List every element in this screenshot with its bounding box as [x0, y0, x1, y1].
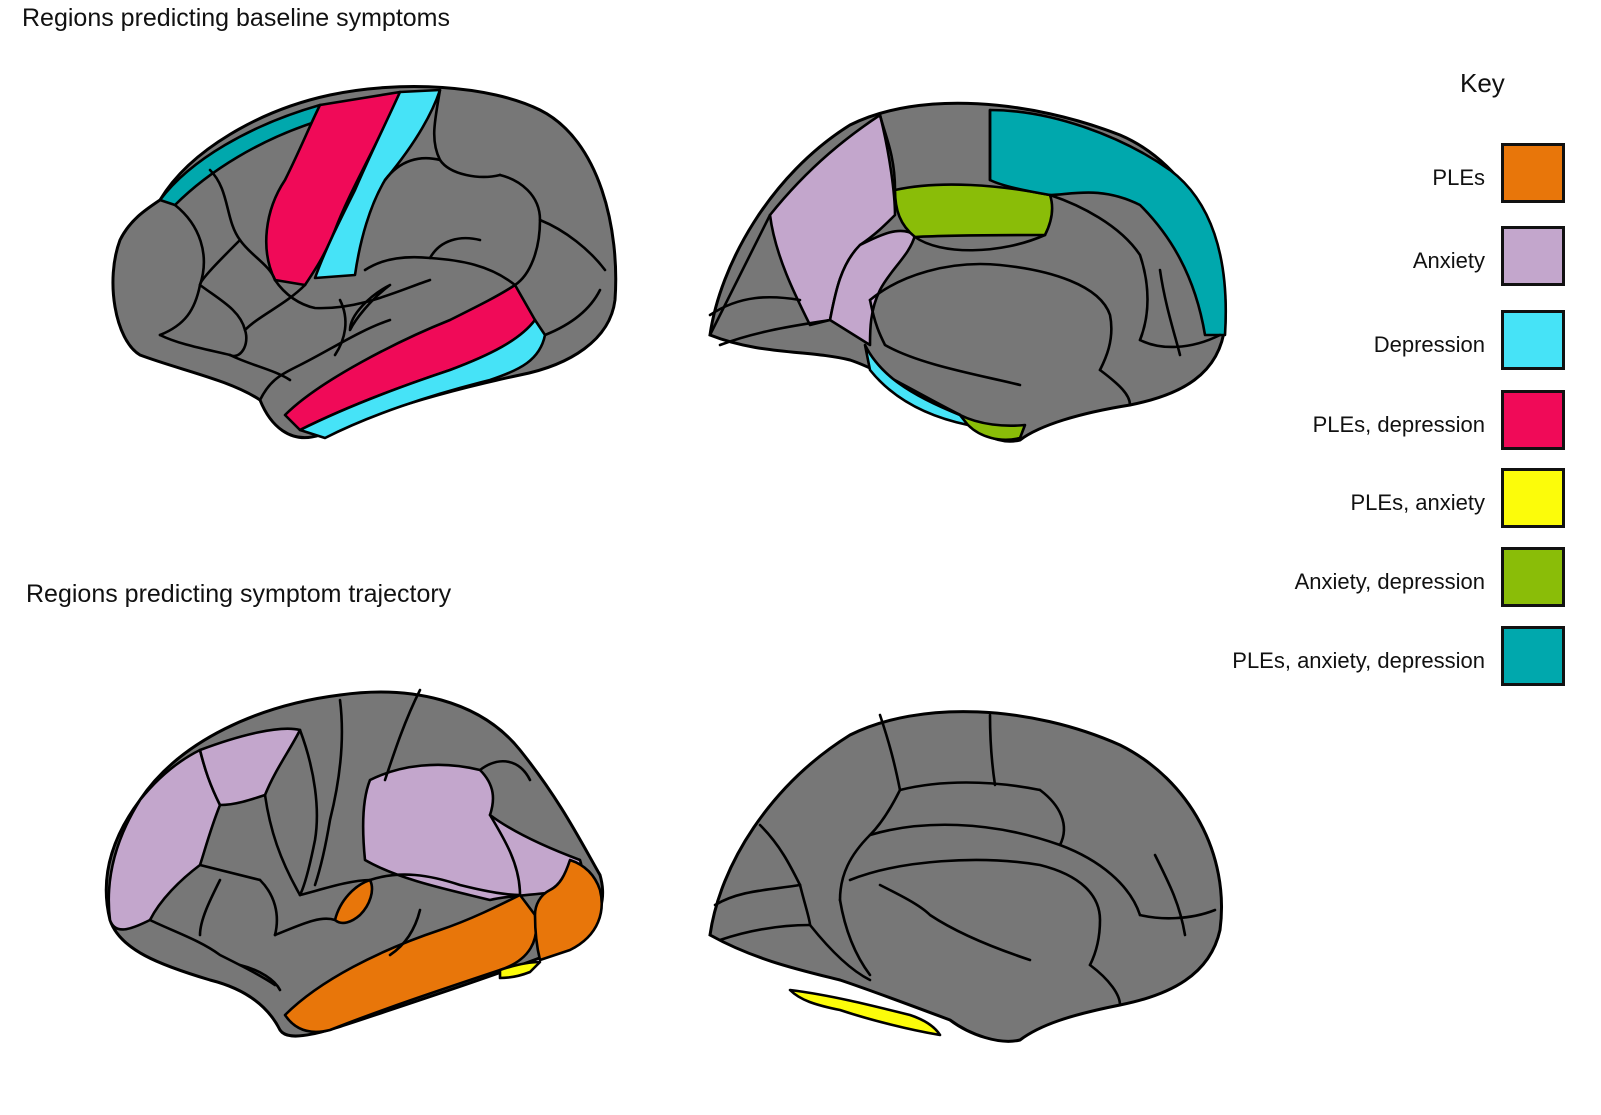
region-postcentral-cyan [313, 88, 442, 280]
key-title: Key [1460, 68, 1505, 98]
region-superior-frontal-purple [198, 727, 302, 807]
legend-item: Depression [1181, 310, 1601, 380]
legend-item: PLEs, depression [1181, 390, 1601, 460]
trajectory-title: Regions predicting symptom trajectory [26, 580, 452, 608]
region-entorhinal-green [958, 413, 1027, 442]
legend-swatch [1501, 626, 1565, 686]
legend-swatch [1501, 310, 1565, 370]
legend-swatch [1501, 468, 1565, 528]
legend-label: Anxiety [1412, 248, 1485, 273]
legend-swatch [1501, 390, 1565, 450]
baseline-medial-brain [708, 101, 1227, 443]
legend-swatch [1501, 547, 1565, 607]
legend-label: PLEs, anxiety, depression [1232, 648, 1485, 673]
legend-item: Anxiety [1181, 226, 1601, 296]
trajectory-medial-brain [708, 710, 1223, 1043]
legend-label: Anxiety, depression [1294, 569, 1485, 594]
medial-cortex-outline [708, 710, 1223, 1043]
region-insula-orange [333, 878, 374, 925]
legend-label: Depression [1373, 332, 1485, 357]
region-inferior-temporal-cyan [298, 318, 547, 440]
legend-item: Anxiety, depression [1181, 547, 1601, 617]
region-inferior-temporal-yellow [498, 960, 542, 980]
legend-swatch [1501, 226, 1565, 286]
region-occipital-orange [533, 858, 603, 962]
region-precuneus-purple [768, 113, 897, 327]
region-parahippocampal-yellow [788, 988, 942, 1037]
baseline-lateral-brain [111, 85, 618, 440]
region-posterior-cingulate-purple [828, 229, 917, 347]
region-cingulate-green [893, 183, 1054, 239]
region-temporal-orange [283, 893, 538, 1034]
legend-item: PLEs, anxiety, depression [1181, 626, 1601, 696]
legend-label: PLEs, depression [1312, 412, 1485, 437]
legend-item: PLEs [1181, 143, 1601, 213]
trajectory-lateral-brain [104, 688, 605, 1038]
legend-label: PLEs, anxiety [1350, 490, 1485, 515]
legend-item: PLEs, anxiety [1181, 468, 1601, 538]
baseline-title: Regions predicting baseline symptoms [22, 4, 450, 32]
legend-label: PLEs [1432, 165, 1485, 190]
legend-swatch [1501, 143, 1565, 203]
